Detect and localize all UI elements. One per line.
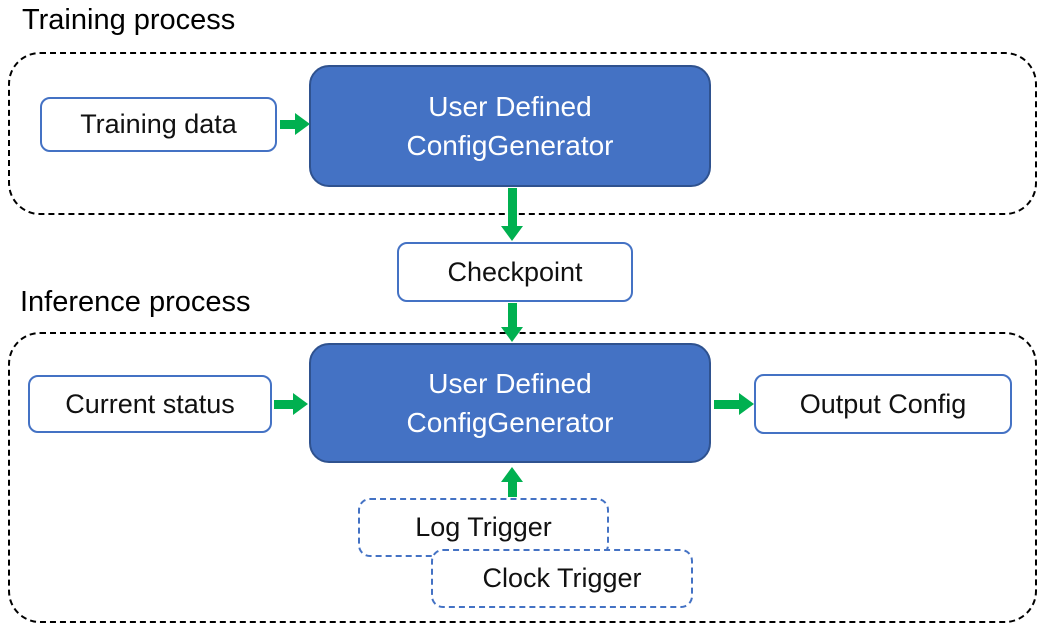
arrow-down-head-icon bbox=[501, 327, 523, 342]
training-process-title: Training process bbox=[22, 4, 236, 36]
arrow-training-data-to-generator bbox=[280, 113, 310, 135]
training-data-node: Training data bbox=[40, 97, 277, 152]
arrow-checkpoint-to-inference-generator bbox=[501, 303, 523, 342]
arrow-shaft bbox=[280, 119, 295, 129]
arrow-shaft bbox=[714, 399, 739, 409]
arrow-shaft bbox=[507, 303, 517, 327]
arrow-generator-to-checkpoint bbox=[501, 188, 523, 241]
arrow-shaft bbox=[507, 188, 517, 226]
arrow-shaft bbox=[274, 399, 293, 409]
inference-process-title: Inference process bbox=[20, 286, 251, 318]
arrow-right-head-icon bbox=[739, 393, 754, 415]
training-process-container bbox=[8, 52, 1037, 215]
clock-trigger-node: Clock Trigger bbox=[431, 549, 693, 608]
arrow-down-head-icon bbox=[501, 226, 523, 241]
arrow-generator-to-output-config bbox=[714, 393, 754, 415]
generator-label-line1: User Defined bbox=[428, 368, 592, 399]
checkpoint-node: Checkpoint bbox=[397, 242, 633, 302]
arrow-up-head-icon bbox=[501, 467, 523, 482]
generator-label-line2: ConfigGenerator bbox=[406, 130, 614, 161]
inference-config-generator-node: User Defined ConfigGenerator bbox=[309, 343, 711, 463]
arrow-right-head-icon bbox=[293, 393, 308, 415]
arrow-triggers-to-generator bbox=[501, 467, 523, 497]
arrow-right-head-icon bbox=[295, 113, 310, 135]
arrow-current-status-to-generator bbox=[274, 393, 308, 415]
output-config-node: Output Config bbox=[754, 374, 1012, 434]
generator-label-line2: ConfigGenerator bbox=[406, 407, 614, 438]
training-config-generator-node: User Defined ConfigGenerator bbox=[309, 65, 711, 187]
log-trigger-node: Log Trigger bbox=[358, 498, 609, 557]
generator-label-line1: User Defined bbox=[428, 91, 592, 122]
arrow-shaft bbox=[507, 482, 517, 497]
current-status-node: Current status bbox=[28, 375, 272, 433]
